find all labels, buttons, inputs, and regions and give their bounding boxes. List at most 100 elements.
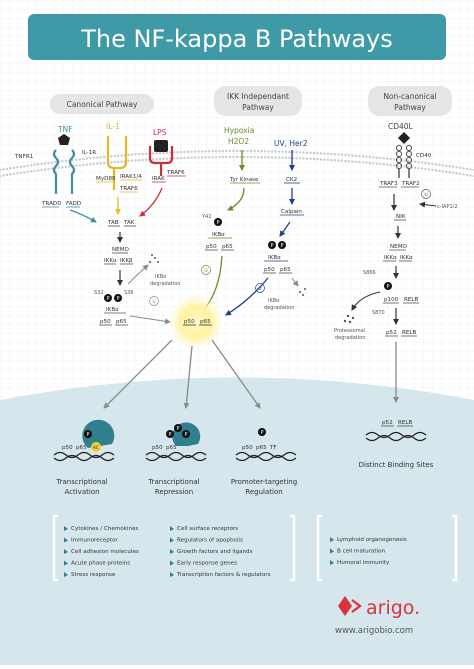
- traf6-label: TRAF6: [119, 186, 138, 192]
- ikba-degradation-1-label: IKBα: [155, 274, 167, 280]
- p50-uv-label: p50: [264, 267, 275, 273]
- section-pill-ikk-independent: [214, 86, 302, 116]
- target-gene-item: Transcription factors & regulators: [176, 572, 271, 578]
- nik-label: NIK: [396, 214, 406, 220]
- tnfr1-label: TNFR1: [14, 154, 34, 160]
- section-label-ikk-independent-1: IKK Independant: [227, 92, 289, 101]
- page-title: The NF-kappa B Pathways: [80, 25, 393, 53]
- phospho-s32-icon: [104, 294, 112, 302]
- proteasomal-sub: degradation: [335, 335, 365, 341]
- dna-act-strand-2: [53, 454, 115, 462]
- phospho-uv-2-label: P: [280, 243, 283, 249]
- activation-complex: AC P p50 p65 Transcriptional Activation: [53, 419, 115, 496]
- section-label-canonical: Canonical Pathway: [67, 100, 138, 109]
- bullet-icon: [64, 549, 68, 554]
- nucleus-region: [0, 377, 474, 665]
- promoter-label-1: Promoter-targeting: [231, 478, 297, 486]
- phospho-uv-2-icon: [278, 241, 286, 249]
- dna-rep-strand-1: [145, 451, 207, 459]
- bullet-icon: [170, 549, 174, 554]
- bullet-icon: [170, 526, 174, 531]
- noncanonical-branch: CD40L CD40 TRAF3 TRAF2 U c-IAP1/2 NIK NE…: [334, 122, 458, 403]
- phospho-s32-label: P: [106, 296, 109, 302]
- nemo-label: NEMO: [112, 247, 130, 253]
- bullet-icon: [330, 537, 334, 542]
- p65-rep-label: p65: [166, 445, 177, 451]
- section-label-noncanonical-1: Non-canonical: [383, 92, 436, 101]
- ikba-canonical-label: IKBα: [106, 307, 119, 313]
- ikba-degradation-2-sub: degradation: [264, 305, 294, 311]
- canonical-degradation-arrow: [127, 264, 149, 285]
- p100-to-degradation-arrow: [351, 291, 381, 311]
- p52-label: p52: [386, 330, 397, 336]
- target-gene-item: Humoral immunity: [337, 560, 390, 566]
- fadd-label: FADD: [66, 201, 81, 207]
- proteasomal-label: Proteasomal: [334, 328, 365, 334]
- phospho-uv-1-icon: [268, 241, 276, 249]
- phospho-act-label: P: [86, 432, 89, 438]
- p65-hypoxia-label: p65: [222, 244, 233, 250]
- phospho-y42-label: P: [216, 220, 219, 226]
- target-gene-item: Stress response: [71, 572, 116, 578]
- activation-label-1: Transcriptional: [55, 478, 107, 486]
- tyrkinase-to-ikba-arrow: [227, 187, 245, 211]
- arigo-logo-mark: [351, 599, 362, 613]
- dna-prom-strand-1: [235, 451, 297, 459]
- bullet-icon: [64, 526, 68, 531]
- ikka-nc-1-label: IKKα: [384, 255, 397, 261]
- phospho-act-icon: [84, 430, 92, 438]
- tnf-to-tab-arrow: [69, 209, 97, 223]
- ubiquitin-canonical-icon: [149, 296, 159, 306]
- relb-nuc-label: RELB: [398, 420, 413, 426]
- ubiquitin-hypoxia-label: U: [204, 268, 207, 274]
- calpain-to-ikba-arrow: [279, 221, 291, 237]
- ikkb-label: IKKβ: [120, 258, 133, 264]
- target-gene-item: Immunoreceptor: [71, 538, 118, 544]
- calpain-label: Calpain: [281, 209, 302, 215]
- distinct-label: Distinct Binding Sites: [359, 461, 434, 469]
- phospho-s866-label: P: [386, 284, 389, 290]
- dna-distinct-strand-2: [365, 434, 427, 442]
- ubiquitin-uv-label: U: [258, 286, 261, 292]
- phospho-y42-icon: [214, 218, 222, 226]
- phospho-uv-1-label: P: [270, 243, 273, 249]
- uv-her2-label: UV, Her2: [274, 139, 308, 148]
- phospho-s36-icon: [114, 294, 122, 302]
- cell-membrane: [0, 149, 474, 178]
- repression-complex: P P P p50 p65 Transcriptional Repression: [145, 422, 207, 496]
- bullet-icon: [64, 537, 68, 543]
- section-label-noncanonical-2: Pathway: [394, 103, 426, 112]
- phospho-rep-1-label: P: [168, 432, 171, 438]
- p65-canonical-label: p65: [116, 319, 127, 325]
- tf-label: TF: [269, 445, 277, 451]
- distinct-complex: p52 RELB Distinct Binding Sites: [359, 420, 434, 469]
- phospho-rep-2-label: P: [176, 426, 179, 432]
- ubiquitin-canonical-label: U: [152, 299, 155, 305]
- y42-label: Y42: [201, 214, 211, 220]
- dna-prom-strand-2: [235, 454, 297, 462]
- promoter-complex: P p50 p65 TF Promoter-targeting Regulati…: [231, 428, 297, 496]
- phospho-rep-3-label: P: [184, 432, 187, 438]
- tnfr1-receptor-right: [68, 149, 76, 194]
- dna-act-strand-1: [53, 451, 115, 459]
- uv-branch: UV, Her2 CK2 Calpain P P IKBα p50 p65 U …: [225, 139, 308, 316]
- tradd-label: TRADD: [41, 201, 62, 207]
- target-list-col1: Cytokines / ChemokinesImmunoreceptorCell…: [64, 526, 139, 578]
- target-gene-item: Regulators of apoptosis: [177, 538, 243, 544]
- ac-label: AC: [93, 445, 99, 451]
- brand-footer: arigo. www.arigobio.com: [335, 596, 420, 636]
- il1r-label: IL-1R: [82, 150, 96, 156]
- cd40l-label: CD40L: [388, 122, 414, 131]
- canonical-to-nfkb-arrow: [129, 315, 171, 325]
- il1r-receptor-icon: [106, 136, 128, 170]
- hypoxia-label: Hypoxia: [224, 126, 254, 135]
- ac-circle: [91, 442, 101, 452]
- p50-rep-label: p50: [152, 445, 163, 451]
- active-nfkb-dimer: p50 p65: [103, 294, 261, 409]
- ikka-nc-2-label: IKKα: [400, 255, 413, 261]
- s32-label: S32: [94, 290, 104, 296]
- nfkb-glow: [168, 294, 224, 350]
- dna-distinct-strand-1: [365, 431, 427, 439]
